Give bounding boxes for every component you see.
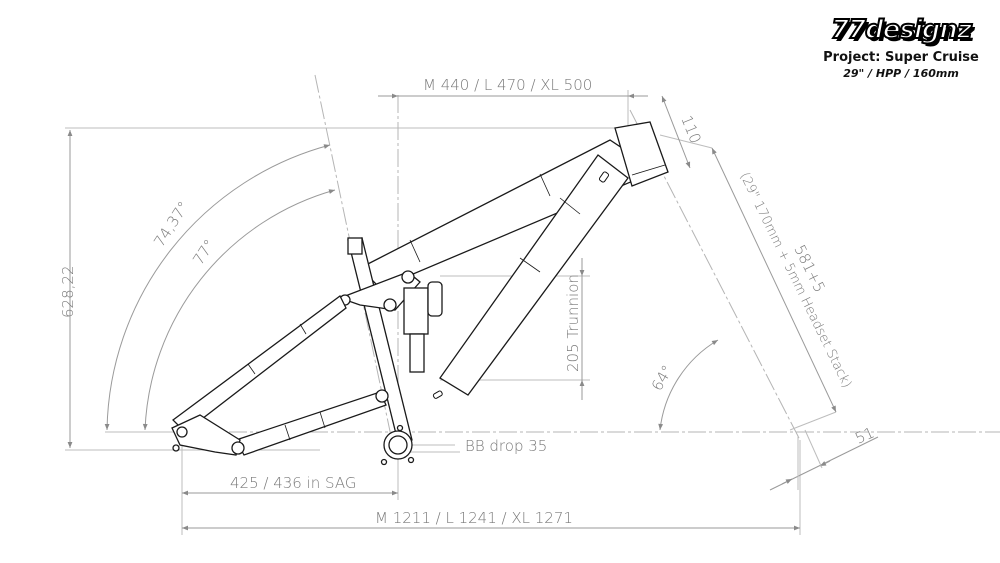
fork-offset-label: 51 <box>852 423 877 447</box>
head-tube <box>614 121 669 187</box>
trunnion-label: 205 Trunnion <box>564 274 582 372</box>
wheelbase-label: M 1211 / L 1241 / XL 1271 <box>375 509 573 527</box>
project-specs: 29" / HPP / 160mm <box>843 67 959 80</box>
fork-note-label: (29" 170mm + 5mm Headset Stack) <box>736 170 854 390</box>
seat-angle-effective-label: 74,37° <box>150 198 193 250</box>
project-title: Project: Super Cruise <box>823 50 979 65</box>
head-tube-length-label: 110 <box>677 113 704 146</box>
bike-frame <box>171 121 669 466</box>
rear-dropout <box>171 414 241 456</box>
rear-shock <box>403 287 429 335</box>
bb-drop-label: BB drop 35 <box>465 437 547 455</box>
chain-stay <box>235 391 387 456</box>
down-tube <box>439 154 629 396</box>
chainstay-label: 425 / 436 in SAG <box>230 474 356 492</box>
brand-block: 77designz Project: Super Cruise 29" / HP… <box>816 14 986 80</box>
stack-label: 628,22 <box>59 266 77 319</box>
brand-logo: 77designz <box>830 14 973 46</box>
reach-label: M 440 / L 470 / XL 500 <box>423 76 592 94</box>
dimension-lines <box>67 93 879 531</box>
